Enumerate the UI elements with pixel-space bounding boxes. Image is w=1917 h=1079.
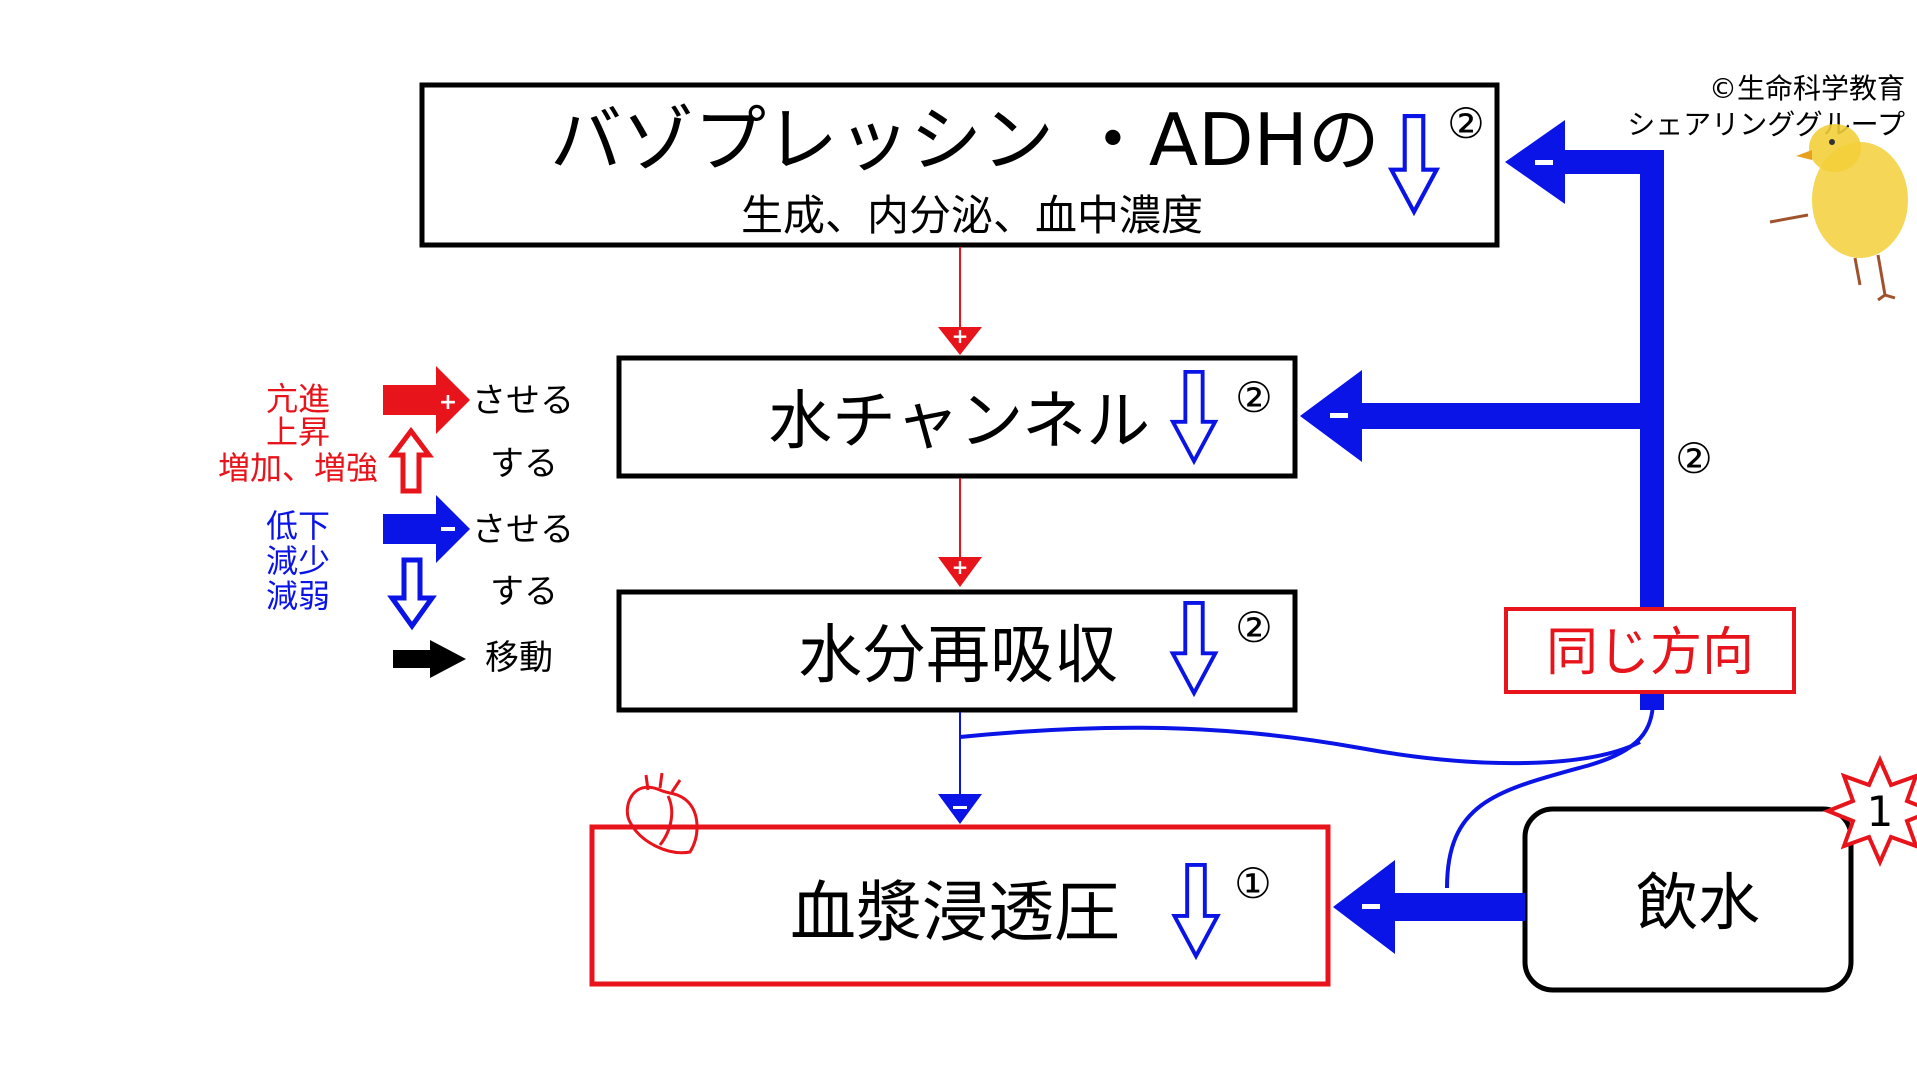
legend-red-cause-label: させる: [472, 381, 574, 421]
legend-red-arrow-head: [436, 366, 470, 434]
minus-mark-3: [953, 806, 967, 809]
minus-mark-top: [1535, 160, 1553, 165]
legend-red-up-icon: [388, 426, 434, 494]
vasopressin-title: バゾプレッシン ・ADHの: [550, 98, 1380, 182]
drinking-label: 飲水: [1636, 866, 1760, 939]
chick-illustration: [1769, 124, 1908, 302]
legend-black-arrow-head: [430, 640, 466, 678]
same-direction-box: [1504, 607, 1796, 694]
legend-black-arrow-shaft: [393, 650, 433, 668]
legend-decrease-word-3: 減弱: [266, 577, 330, 615]
arrow-head-plus-2: [938, 557, 982, 587]
same-direction-label: 同じ方向: [1546, 623, 1754, 683]
legend-red-arrow-shaft: [383, 385, 438, 415]
plus-mark-2: +: [952, 555, 969, 579]
plasma-osmolality-label: 血漿浸透圧: [790, 874, 1120, 951]
legend-increase-word-2: 上昇: [266, 413, 330, 451]
vasopressin-box: [419, 82, 1500, 248]
arrow-head-plus-1: [938, 327, 982, 355]
water-channel-step: ②: [1235, 373, 1273, 422]
legend-increase-word-1: 亢進: [266, 380, 330, 418]
legend-red-plus: +: [439, 390, 457, 415]
reabsorption-label: 水分再吸収: [798, 619, 1118, 693]
vasopressin-subtitle: 生成、内分泌、血中濃度: [741, 191, 1203, 240]
legend-move-label: 移動: [485, 638, 553, 678]
legend-blue-minus: [441, 527, 455, 531]
vasopressin-step: ②: [1447, 99, 1485, 148]
legend-blue-self-label: する: [490, 572, 558, 612]
plasma-osmolality-box: [589, 824, 1331, 987]
burst-star-icon: [1822, 755, 1917, 867]
reabsorption-box: [616, 589, 1298, 713]
water-channel-box: [616, 355, 1298, 479]
water-channel-label: 水チャンネル: [768, 385, 1150, 459]
reabsorption-feedback-curve: [959, 725, 1641, 766]
legend-red-self-label: する: [490, 444, 558, 484]
feedback-step: ②: [1675, 434, 1713, 483]
plus-mark-1: +: [952, 324, 969, 348]
copyright-line1: ©生命科学教育: [1709, 72, 1905, 105]
legend-decrease-word-2: 減少: [266, 542, 330, 580]
legend-decrease-word-1: 低下: [266, 507, 330, 545]
burst-number: 1: [1867, 787, 1894, 836]
reabsorption-step: ②: [1235, 603, 1273, 652]
legend: 亢進 上昇 増加、増強 + させる する 低下 減少 減弱 させる する 移動: [218, 366, 574, 678]
heart-icon: [625, 772, 699, 855]
drinking-feedback-curve: [1445, 699, 1655, 889]
plasma-osmolality-step: ①: [1234, 859, 1272, 908]
legend-blue-down-icon: [387, 557, 437, 631]
minus-mark-middle: [1330, 413, 1348, 418]
copyright-line2: シェアリンググループ: [1627, 108, 1905, 141]
legend-blue-cause-label: させる: [472, 510, 574, 550]
legend-blue-arrow-shaft: [383, 514, 438, 544]
legend-increase-word-3: 増加、増強: [218, 449, 378, 487]
minus-mark-bottom: [1362, 904, 1380, 909]
